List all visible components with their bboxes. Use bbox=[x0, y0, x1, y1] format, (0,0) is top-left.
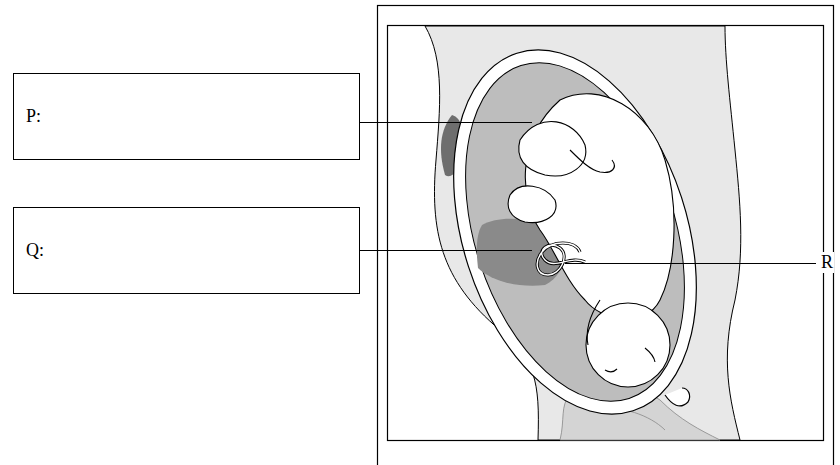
fetus-ear bbox=[645, 348, 655, 362]
fetus-leg bbox=[519, 121, 586, 175]
fetus-arm bbox=[587, 300, 600, 345]
fetus-eye bbox=[605, 369, 617, 372]
body-outline bbox=[425, 26, 741, 440]
leader-line bbox=[360, 250, 532, 251]
label-box: Q: bbox=[13, 207, 360, 294]
fetus-knee bbox=[508, 186, 556, 223]
cervix bbox=[665, 388, 690, 406]
umbilical-cord-inner bbox=[537, 243, 585, 275]
uterus-wall bbox=[410, 19, 739, 446]
leader-line bbox=[565, 263, 816, 264]
box-label: P: bbox=[26, 106, 41, 127]
part-label: R bbox=[820, 252, 834, 273]
box-label: Q: bbox=[26, 240, 44, 261]
fetus-foot bbox=[570, 150, 614, 172]
amniotic-fluid bbox=[426, 35, 724, 430]
leader-line bbox=[360, 122, 532, 123]
fetus-head bbox=[586, 303, 670, 387]
umbilical-cord bbox=[537, 243, 585, 275]
label-box: P: bbox=[13, 73, 360, 160]
outer-frame bbox=[378, 6, 834, 465]
fetus bbox=[508, 94, 674, 387]
